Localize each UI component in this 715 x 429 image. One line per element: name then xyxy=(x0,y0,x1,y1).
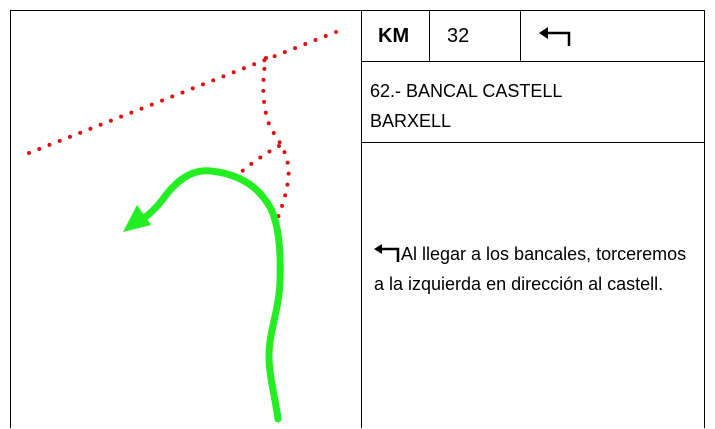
waypoint-title-line2: BARXELL xyxy=(370,111,452,131)
km-value: 32 xyxy=(429,10,521,62)
dotted-track-connector xyxy=(231,144,281,181)
km-label: KM xyxy=(361,10,430,62)
route-line xyxy=(139,167,284,423)
info-panel: KM 32 62.- BANCAL CASTELL BARXELL Al lle… xyxy=(361,10,705,428)
direction-cell xyxy=(520,10,705,62)
route-map xyxy=(10,10,362,428)
turn-left-arrow-icon xyxy=(374,244,400,262)
waypoint-title-line1: 62.- BANCAL CASTELL xyxy=(370,81,563,101)
route-card: KM 32 62.- BANCAL CASTELL BARXELL Al lle… xyxy=(10,10,705,428)
description-text: Al llegar a los bancales, torceremos a l… xyxy=(374,244,687,294)
dotted-track-branch xyxy=(261,56,291,225)
turn-left-arrow-icon xyxy=(539,27,571,46)
waypoint-title: 62.- BANCAL CASTELL BARXELL xyxy=(361,61,705,143)
dotted-track-main xyxy=(27,26,348,155)
route-map-drawing xyxy=(27,26,348,423)
route-arrowhead xyxy=(123,205,151,232)
waypoint-description: Al llegar a los bancales, torceremos a l… xyxy=(361,142,705,428)
